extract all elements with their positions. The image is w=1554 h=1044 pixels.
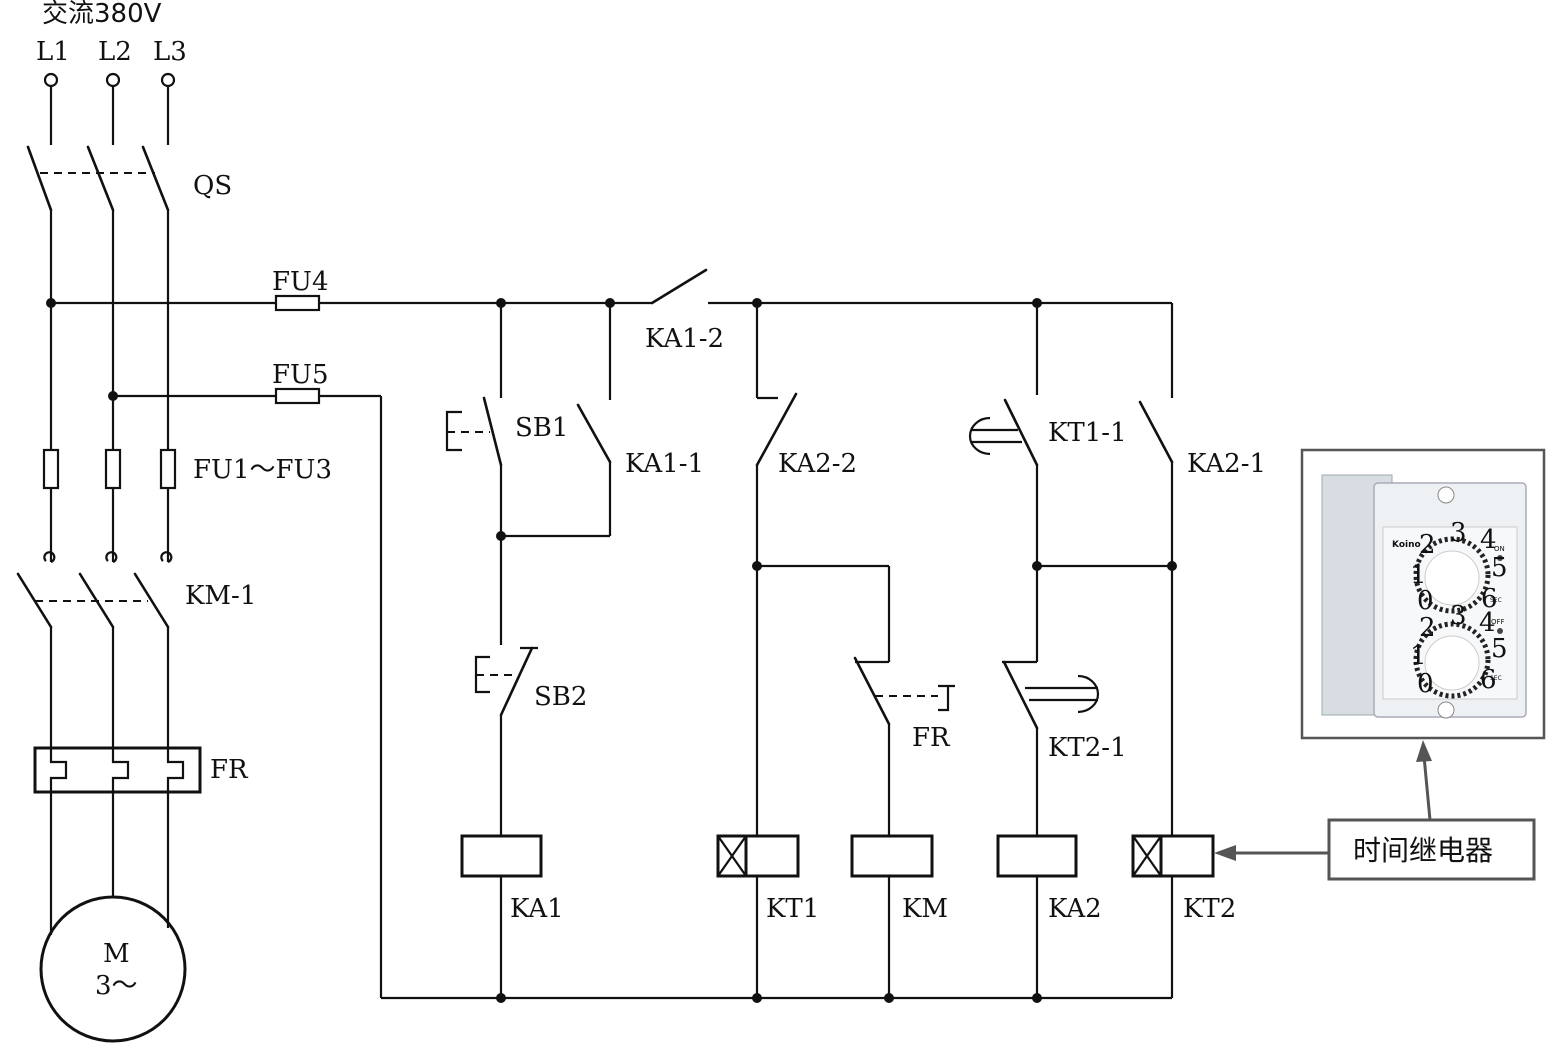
callout-label: 时间继电器 [1353, 834, 1493, 867]
km1-main-contacts [16, 551, 173, 629]
supply-label: 交流380V [42, 0, 162, 29]
kt2-coil [1131, 834, 1215, 878]
dial-bottom-0: 0 [1417, 669, 1434, 699]
phase-l3-label: L3 [153, 37, 187, 67]
bottom-timer-knob [1424, 635, 1480, 691]
dial-bottom-4: 4 [1479, 608, 1496, 638]
main-power-circuit: 交流380V L1 L2 L3 QS FU1～FU3 [16, 0, 332, 1043]
ka12-label: KA1-2 [645, 324, 724, 354]
phase-l1-label: L1 [36, 37, 70, 67]
km-coil [850, 834, 934, 878]
fr-thermal-relay-main [33, 746, 202, 794]
sec-label-top: SEC [1490, 597, 1502, 604]
dial-top-4: 4 [1480, 525, 1497, 555]
fu1-fu3-label: FU1～FU3 [193, 455, 332, 485]
control-supply: FU4 FU5 KA1-2 [46, 267, 1172, 1003]
kt11-label: KT1-1 [1048, 418, 1127, 448]
dial-top-5: 5 [1491, 553, 1508, 583]
dial-top-2: 2 [1419, 530, 1436, 560]
sec-label-bottom: SEC [1490, 675, 1502, 682]
terminal-l1 [43, 72, 59, 88]
qs-label: QS [193, 171, 232, 201]
motor-symbol [39, 895, 187, 1043]
sb1-label: SB1 [515, 413, 568, 443]
on-label: ON [1494, 545, 1505, 553]
km1-label: KM-1 [185, 581, 256, 611]
dial-top-1: 1 [1410, 560, 1427, 590]
dial-bottom-5: 5 [1491, 634, 1508, 664]
ka22-label: KA2-2 [778, 449, 857, 479]
fu4-fuse [274, 294, 321, 312]
motor-phase-label: 3～ [95, 971, 138, 1001]
callout-box [1327, 818, 1536, 881]
branch-kt1-km: KA2-2 FR KT1 KM [716, 303, 955, 998]
fr-main-label: FR [210, 755, 249, 785]
fu1-fu3-fuses [42, 448, 177, 490]
branch-ka1: SB1 KA1-1 SB2 KA1 [445, 303, 704, 998]
ka11-label: KA1-1 [625, 449, 704, 479]
dial-bottom-1: 1 [1410, 641, 1427, 671]
ka2-coil-label: KA2 [1048, 894, 1102, 924]
dial-top-0: 0 [1417, 586, 1434, 616]
terminal-l2 [105, 72, 121, 88]
dial-bottom-2: 2 [1419, 613, 1436, 643]
terminal-l3 [160, 72, 176, 88]
dial-bottom-3: 3 [1450, 601, 1467, 631]
sb2-label: SB2 [534, 682, 587, 712]
phase-l2-label: L2 [98, 37, 132, 67]
kt2-coil-label: KT2 [1183, 894, 1236, 924]
ka1-coil [460, 834, 543, 878]
time-relay-photo: Koino ON OFF SEC SEC 0 1 2 3 4 5 6 0 1 2 [1321, 474, 1527, 719]
branch-ka2-kt2: KT1-1 KT2-1 KA2 KA2-1 KT2 [968, 303, 1266, 998]
top-timer-knob [1424, 550, 1480, 606]
qs-isolator-switch [26, 145, 170, 212]
fr-ctrl-label: FR [912, 723, 951, 753]
ka2-coil [996, 834, 1078, 878]
off-label: OFF [1491, 618, 1505, 626]
kt21-label: KT2-1 [1048, 733, 1127, 763]
ka1-coil-label: KA1 [510, 894, 564, 924]
dial-bottom-6: 6 [1480, 665, 1497, 695]
fu5-fuse [274, 387, 321, 405]
dial-top-3: 3 [1450, 518, 1467, 548]
fu4-label: FU4 [272, 267, 329, 297]
km-coil-label: KM [902, 894, 948, 924]
kt1-coil-label: KT1 [766, 894, 819, 924]
timer-callout: Koino ON OFF SEC SEC 0 1 2 3 4 5 6 0 1 2 [1214, 448, 1546, 881]
motor-m-label: M [103, 939, 130, 969]
ka21-label: KA2-1 [1187, 449, 1266, 479]
kt1-coil [716, 834, 800, 878]
fu5-label: FU5 [272, 360, 329, 390]
dial-top-6: 6 [1481, 584, 1498, 614]
brand-label: Koino [1392, 540, 1421, 550]
